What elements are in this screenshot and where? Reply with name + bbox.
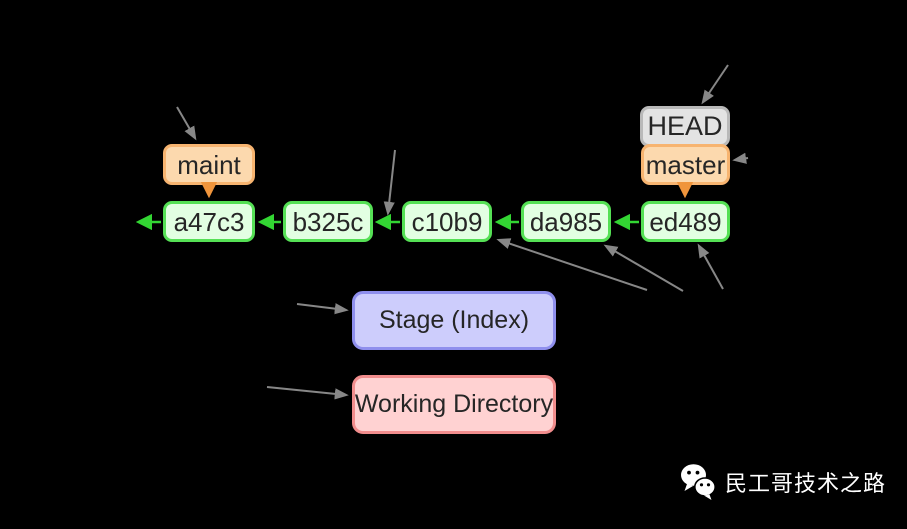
stage-index-box: Stage (Index)	[352, 291, 556, 350]
arrow-pointer-da985-corner	[603, 244, 684, 292]
working-directory-box: Working Directory	[352, 375, 556, 434]
arrow-pointer-maint	[176, 106, 197, 141]
branch-label-master: master	[641, 144, 730, 185]
commit-node-a47c3: a47c3	[163, 201, 255, 242]
branch-label-maint: maint	[163, 144, 255, 185]
commit-node-ed489: ed489	[641, 201, 730, 242]
arrow-pointer-working	[266, 386, 349, 400]
arrow-pointer-stage	[296, 303, 349, 315]
arrow-pointer-c10b9-corner	[496, 238, 648, 291]
commit-node-b325c: b325c	[283, 201, 373, 242]
wechat-icon	[681, 464, 716, 500]
ref-arrows	[200, 182, 694, 199]
arrow-pointer-master	[732, 152, 749, 164]
watermark-text: 民工哥技术之路	[725, 471, 887, 496]
head-label: HEAD	[640, 106, 730, 147]
commit-node-da985: da985	[521, 201, 611, 242]
arrow-pointer-head	[701, 64, 729, 105]
watermark: 民工哥技术之路	[680, 463, 886, 501]
commit-node-c10b9: c10b9	[402, 201, 492, 242]
arrow-pointer-b325c-c10b9	[383, 149, 396, 216]
arrow-pointer-ed489-bottom	[697, 243, 724, 290]
